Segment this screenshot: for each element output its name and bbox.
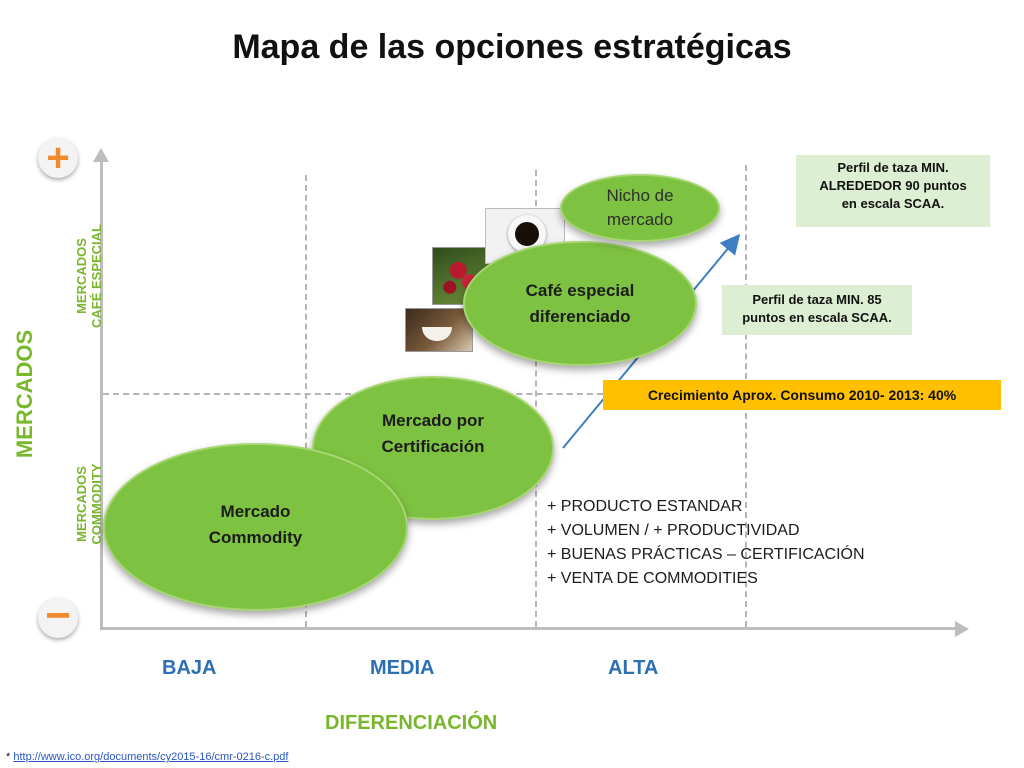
x-axis-title: DIFERENCIACIÓN: [325, 712, 498, 734]
commodity-line-1: Mercado: [220, 502, 291, 521]
x-category-baja: BAJA: [162, 657, 217, 679]
source-link[interactable]: http://www.ico.org/documents/cy2015-16/c…: [13, 751, 289, 763]
perfil-90-line-1: Perfil de taza MIN.: [837, 160, 949, 175]
minus-icon: −: [38, 594, 78, 638]
nicho-line-2: mercado: [606, 210, 674, 229]
growth-callout: Crecimiento Aprox. Consumo 2010- 2013: 4…: [603, 380, 1001, 410]
ellipse-nicho-mercado: Nicho de mercado: [560, 174, 720, 242]
nicho-line-1: Nicho de: [606, 186, 674, 205]
x-category-alta: ALTA: [608, 657, 659, 679]
bullet-item: + VOLUMEN / + PRODUCTIVIDAD: [547, 522, 800, 539]
upper-band-label: MERCADOS CAFÉ ESPECIAL: [74, 211, 106, 341]
bullet-item: + VENTA DE COMMODITIES: [547, 570, 758, 587]
note-perfil-90: Perfil de taza MIN. ALREDEDOR 90 puntos …: [796, 155, 990, 227]
cafe-especial-line-2: diferenciado: [529, 306, 631, 326]
lower-band-line-1: MERCADOS: [74, 466, 89, 542]
perfil-85-line-1: Perfil de taza MIN. 85: [752, 292, 882, 307]
cafe-especial-line-1: Café especial: [525, 280, 635, 300]
upper-band-line-1: MERCADOS: [74, 238, 89, 314]
upper-band-line-2: CAFÉ ESPECIAL: [89, 224, 104, 329]
certificacion-line-2: Certificación: [381, 437, 485, 456]
x-axis-arrow-icon: [955, 621, 969, 637]
coffee-cup-photo: [405, 308, 473, 352]
slide-title: Mapa de las opciones estratégicas: [232, 28, 792, 66]
y-axis-line: [100, 160, 103, 630]
y-axis-label: MERCADOS: [12, 329, 37, 459]
perfil-85-line-2: puntos en escala SCAA.: [742, 310, 892, 325]
x-axis-line: [100, 627, 958, 630]
ellipse-cafe-especial: Café especial diferenciado: [463, 241, 697, 366]
x-category-media: MEDIA: [370, 657, 435, 679]
bullet-list: + PRODUCTO ESTANDAR + VOLUMEN / + PRODUC…: [547, 495, 907, 591]
perfil-90-line-3: en escala SCAA.: [841, 196, 945, 211]
grid-line-baja-media: [305, 175, 307, 627]
source-footnote: * http://www.ico.org/documents/cy2015-16…: [6, 751, 288, 763]
note-perfil-85: Perfil de taza MIN. 85 puntos en escala …: [722, 285, 912, 335]
lower-band-label: MERCADOS COMMODITY: [74, 439, 106, 569]
ellipse-commodity: Mercado Commodity: [103, 443, 408, 611]
commodity-line-2: Commodity: [208, 528, 303, 547]
y-axis-arrow-icon: [93, 148, 109, 162]
plus-icon: +: [38, 138, 78, 178]
bullet-item: + BUENAS PRÁCTICAS – CERTIFICACIÓN: [547, 546, 865, 563]
footnote-prefix: *: [6, 751, 14, 763]
certificacion-line-1: Mercado por: [381, 411, 484, 430]
lower-band-line-2: COMMODITY: [89, 463, 104, 545]
bullet-item: + PRODUCTO ESTANDAR: [547, 498, 743, 515]
perfil-90-line-2: ALREDEDOR 90 puntos: [819, 178, 967, 193]
grid-line-media-alta: [535, 170, 537, 627]
